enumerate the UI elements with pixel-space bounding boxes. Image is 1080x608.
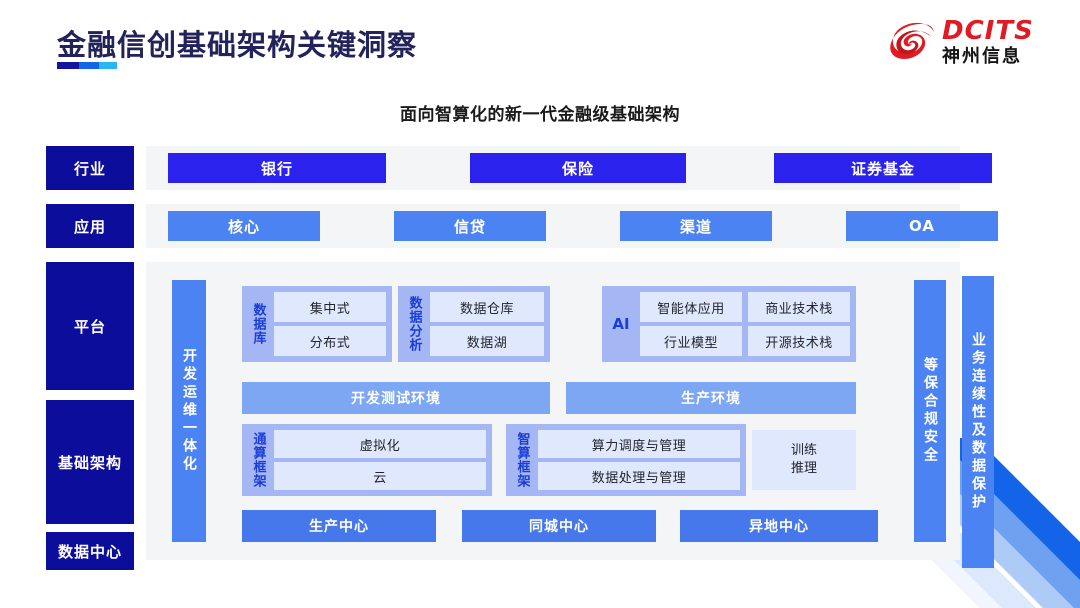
underline-segment-3 [99,62,117,69]
group-cells-data-analysis: 数据仓库 数据湖 [430,292,544,356]
dcits-swirl-icon [890,22,934,60]
cell-virtualization[interactable]: 虚拟化 [274,430,486,458]
group-cells-general-compute: 虚拟化 云 [274,430,486,490]
platform-panel: 开发运维一体化 数据库 集中式 分布式 数据分析 数据仓库 数据湖 AI 智能体… [146,262,960,560]
center-bar-remote[interactable]: 异地中心 [680,510,878,542]
ai-column-2: 商业技术栈 开源技术栈 [748,292,850,356]
group-cells-intelligent-compute: 算力调度与管理 数据处理与管理 [538,430,740,490]
group-label-general-compute-framework: 通算框架 [250,432,266,488]
logo-cn: 神州信息 [942,46,1022,68]
header: 金融信创基础架构关键洞察 DCITS 神州信息 [0,0,1080,90]
group-label-ai: AI [612,314,630,333]
devops-vertical-bar[interactable]: 开发运维一体化 [172,280,206,542]
layer-label-platform: 平台 [46,262,134,390]
ai-column-1: 智能体应用 行业模型 [640,292,742,356]
layer-label-application: 应用 [46,204,134,248]
industry-band: 银行 保险 证券基金 [146,146,992,190]
cell-industry-model[interactable]: 行业模型 [640,326,742,356]
app-chip-credit[interactable]: 信贷 [394,211,546,241]
env-bar-production[interactable]: 生产环境 [566,382,856,414]
group-label-data-analysis: 数据分析 [406,296,422,352]
brand-logo: DCITS 神州信息 [890,16,1050,74]
group-database: 数据库 集中式 分布式 [242,286,392,362]
application-band: 核心 信贷 渠道 OA [146,204,998,248]
cell-data-warehouse[interactable]: 数据仓库 [430,292,544,322]
compliance-vertical-bar[interactable]: 等保合规安全 [914,280,946,542]
cell-commercial-stack[interactable]: 商业技术栈 [748,292,850,322]
cell-centralized[interactable]: 集中式 [274,292,386,322]
underline-segment-2 [79,62,99,69]
logo-en: DCITS [942,16,1034,46]
inference-label: 推理 [790,461,817,476]
env-bar-dev-test[interactable]: 开发测试环境 [242,382,550,414]
layer-label-datacenter: 数据中心 [46,532,134,570]
group-label-database: 数据库 [250,303,266,345]
industry-chip-bank[interactable]: 银行 [168,153,386,183]
group-ai: AI 智能体应用 行业模型 商业技术栈 开源技术栈 [602,286,856,362]
subtitle: 面向智算化的新一代金融级基础架构 [400,105,680,125]
group-label-intelligent-compute-framework: 智算框架 [514,432,530,488]
app-chip-channel[interactable]: 渠道 [620,211,772,241]
cell-opensource-stack[interactable]: 开源技术栈 [748,326,850,356]
center-bar-same-city[interactable]: 同城中心 [462,510,656,542]
app-chip-core[interactable]: 核心 [168,211,320,241]
center-bar-production[interactable]: 生产中心 [242,510,436,542]
cell-data-lake[interactable]: 数据湖 [430,326,544,356]
logo-text: DCITS 神州信息 [942,16,1034,68]
cell-compute-scheduling[interactable]: 算力调度与管理 [538,430,740,458]
industry-chip-securities-funds[interactable]: 证券基金 [774,153,992,183]
group-data-analysis: 数据分析 数据仓库 数据湖 [398,286,550,362]
group-general-compute-framework: 通算框架 虚拟化 云 [242,424,492,496]
cell-cloud[interactable]: 云 [274,462,486,490]
training-label: 训练 [790,442,817,458]
cell-agent-application[interactable]: 智能体应用 [640,292,742,322]
app-chip-oa[interactable]: OA [846,211,998,241]
training-inference-box[interactable]: 训练 推理 [752,430,856,490]
continuity-vertical-bar[interactable]: 业务连续性及数据保护 [962,276,994,568]
cell-distributed[interactable]: 分布式 [274,326,386,356]
group-intelligent-compute-framework: 智算框架 算力调度与管理 数据处理与管理 [506,424,746,496]
underline-segment-1 [57,62,79,69]
cell-data-processing[interactable]: 数据处理与管理 [538,462,740,490]
layer-label-infrastructure: 基础架构 [46,400,134,524]
group-cells-database: 集中式 分布式 [274,292,386,356]
page-title: 金融信创基础架构关键洞察 [57,28,418,62]
industry-chip-insurance[interactable]: 保险 [470,153,686,183]
group-cells-ai: 智能体应用 行业模型 商业技术栈 开源技术栈 [640,292,850,356]
title-underline [57,62,117,69]
layer-label-industry: 行业 [46,146,134,190]
